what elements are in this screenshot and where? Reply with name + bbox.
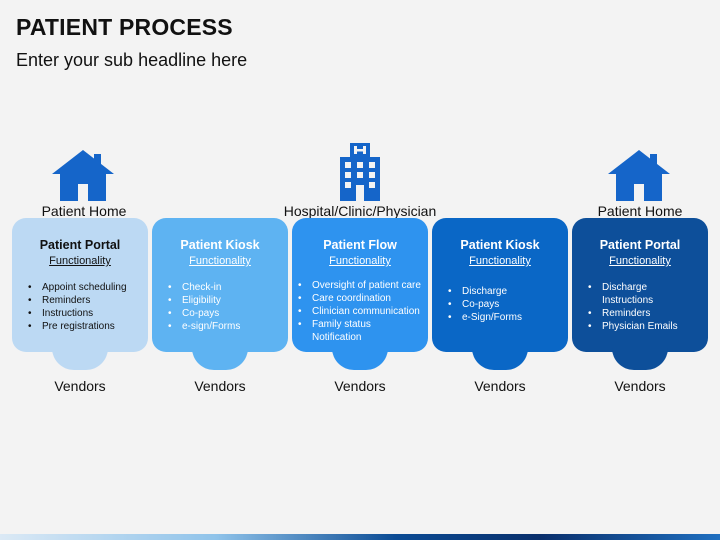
card-tab <box>612 348 668 370</box>
list-item: Eligibility <box>168 294 288 307</box>
card-tab <box>192 348 248 370</box>
vendors-label: Vendors <box>194 378 246 394</box>
card-subheading: Functionality <box>609 255 671 267</box>
card-subheading: Functionality <box>329 255 391 267</box>
card-subheading: Functionality <box>189 255 251 267</box>
card-item-list: Discharge Co-pays e-Sign/Forms <box>432 285 568 324</box>
house-icon <box>608 150 670 201</box>
list-item: Discharge <box>448 285 568 298</box>
list-item: Physician Emails <box>588 320 708 333</box>
list-item: e-Sign/Forms <box>448 311 568 324</box>
vendors-label: Vendors <box>334 378 386 394</box>
page-subtitle: Enter your sub headline here <box>16 50 248 70</box>
list-item: Co-pays <box>168 307 288 320</box>
list-item: Care coordination <box>298 292 428 305</box>
process-card-5: Patient Portal Functionality Discharge I… <box>572 218 708 370</box>
card-heading: Patient Kiosk <box>180 238 260 252</box>
card-subheading: Functionality <box>49 255 111 267</box>
process-card-4: Patient Kiosk Functionality Discharge Co… <box>432 218 568 370</box>
list-item: Reminders <box>588 307 708 320</box>
card-heading: Patient Flow <box>323 238 397 252</box>
card-heading: Patient Portal <box>39 238 121 252</box>
card-item-list: Appoint scheduling Reminders Instruction… <box>12 281 148 333</box>
list-item: Reminders <box>28 294 148 307</box>
vendors-label: Vendors <box>54 378 106 394</box>
card-tab <box>332 348 388 370</box>
list-item: Notification <box>312 332 362 343</box>
location-label-center: Hospital/Clinic/Physician <box>283 203 437 219</box>
hospital-icon <box>340 143 380 201</box>
card-item-list: Oversight of patient care Care coordinat… <box>292 279 428 344</box>
page-title: PATIENT PROCESS <box>16 14 233 40</box>
house-icon <box>52 150 114 201</box>
card-item-list: Check-in Eligibility Co-pays e-sign/Form… <box>152 281 288 333</box>
card-heading: Patient Portal <box>599 238 681 252</box>
list-item: Appoint scheduling <box>28 281 148 294</box>
card-item-list: Discharge Instructions Reminders Physici… <box>572 281 708 333</box>
list-item: Instructions <box>602 295 654 306</box>
list-item: Co-pays <box>448 298 568 311</box>
list-item: e-sign/Forms <box>168 320 288 333</box>
list-item: Oversight of patient care <box>298 279 428 292</box>
list-item: Discharge <box>588 281 708 294</box>
card-tab <box>52 348 108 370</box>
process-card-3: Patient Flow Functionality Oversight of … <box>292 218 428 370</box>
list-item: Family status <box>298 318 428 331</box>
process-card-2: Patient Kiosk Functionality Check-in Eli… <box>152 218 288 370</box>
vendors-label: Vendors <box>474 378 526 394</box>
card-heading: Patient Kiosk <box>460 238 540 252</box>
footer-gradient-bar <box>0 534 720 540</box>
card-subheading: Functionality <box>469 255 531 267</box>
list-item: Instructions <box>28 307 148 320</box>
card-tab <box>472 348 528 370</box>
process-card-1: Patient Portal Functionality Appoint sch… <box>12 218 148 370</box>
vendors-label: Vendors <box>614 378 666 394</box>
list-item: Check-in <box>168 281 288 294</box>
location-label-right: Patient Home <box>597 203 683 219</box>
list-item: Clinician communication <box>298 305 428 318</box>
location-label-left: Patient Home <box>41 203 127 219</box>
list-item: Pre registrations <box>28 320 148 333</box>
